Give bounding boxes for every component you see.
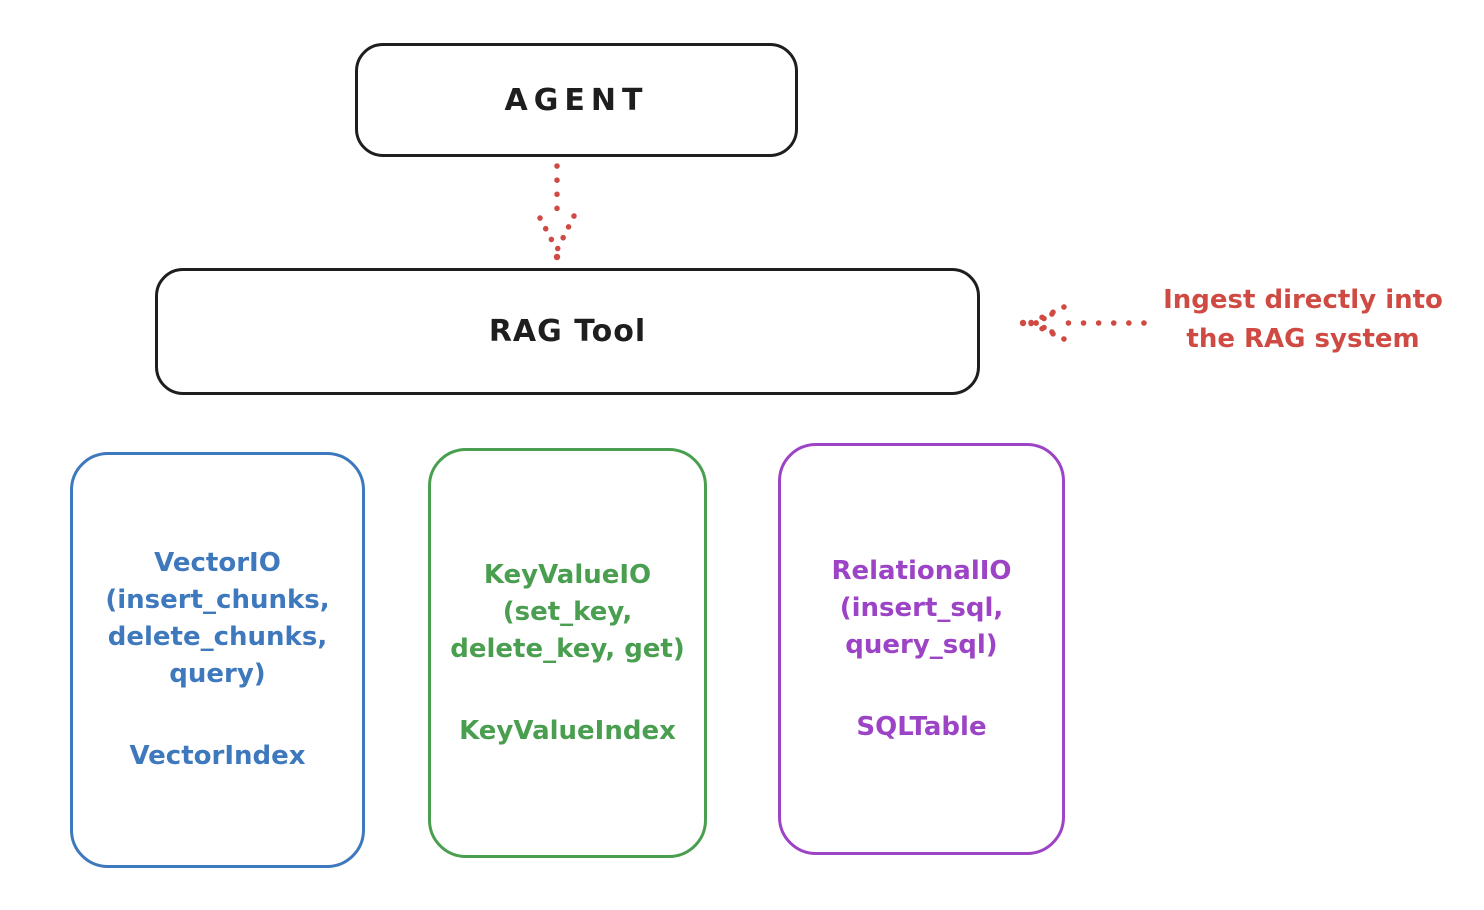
keyvalue-io-methods: KeyValueIO (set_key, delete_key, get) [450, 559, 685, 664]
rag-tool-node: RAG Tool [155, 268, 980, 395]
relational-io-card: RelationalIO (insert_sql, query_sql) SQL… [778, 443, 1065, 855]
keyvalue-io-card: KeyValueIO (set_key, delete_key, get) Ke… [428, 448, 707, 858]
ingest-annotation-text: Ingest directly into the RAG system [1163, 285, 1443, 354]
ingest-annotation-arrow-icon [1019, 304, 1147, 342]
agent-to-ragtool-arrow-icon [537, 163, 577, 261]
agent-node-label: AGENT [504, 82, 649, 118]
sql-table-label: SQLTable [856, 711, 987, 742]
vector-index-label: VectorIndex [129, 741, 306, 771]
rag-tool-node-label: RAG Tool [488, 314, 647, 349]
vector-io-card: VectorIO (insert_chunks, delete_chunks, … [70, 452, 365, 868]
keyvalue-index-label: KeyValueIndex [459, 715, 676, 746]
agent-node: AGENT [355, 43, 798, 157]
relational-io-methods: RelationalIO (insert_sql, query_sql) [831, 555, 1012, 660]
vector-io-methods: VectorIO (insert_chunks, delete_chunks, … [105, 548, 330, 689]
